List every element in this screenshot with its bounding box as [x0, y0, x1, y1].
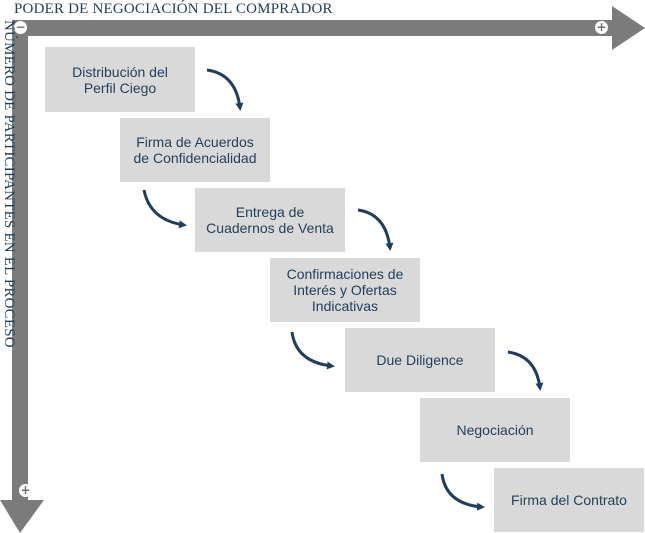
y-axis-title: NÚMERO DE PARTICIPANTES EN EL PROCESO — [1, 20, 17, 348]
plus-sign-icon-x: + — [595, 20, 608, 34]
step-box-2: Firma de Acuerdos de Confidencialidad — [120, 118, 270, 182]
y-axis-arrow — [0, 20, 44, 533]
step-arrow-3 — [357, 208, 394, 251]
step-arrow-6 — [440, 473, 485, 511]
minus-sign-icon: − — [14, 20, 27, 34]
step-box-1: Distribución del Perfil Ciego — [45, 47, 195, 112]
step-box-6: Negociación — [420, 398, 570, 462]
step-box-4: Confirmaciones de Interés y Ofertas Indi… — [270, 258, 420, 322]
step-box-5: Due Diligence — [345, 328, 495, 392]
step-arrow-2 — [142, 189, 187, 229]
step-arrow-4 — [290, 331, 335, 370]
plus-sign-icon-y: + — [19, 483, 32, 497]
step-box-7: Firma del Contrato — [494, 468, 644, 532]
x-axis-title: PODER DE NEGOCIACIÓN DEL COMPRADOR — [14, 1, 333, 17]
step-arrow-5 — [507, 350, 544, 391]
step-box-3: Entrega de Cuadernos de Venta — [195, 188, 345, 252]
step-arrow-1 — [206, 68, 244, 111]
x-axis-arrow — [12, 6, 645, 50]
